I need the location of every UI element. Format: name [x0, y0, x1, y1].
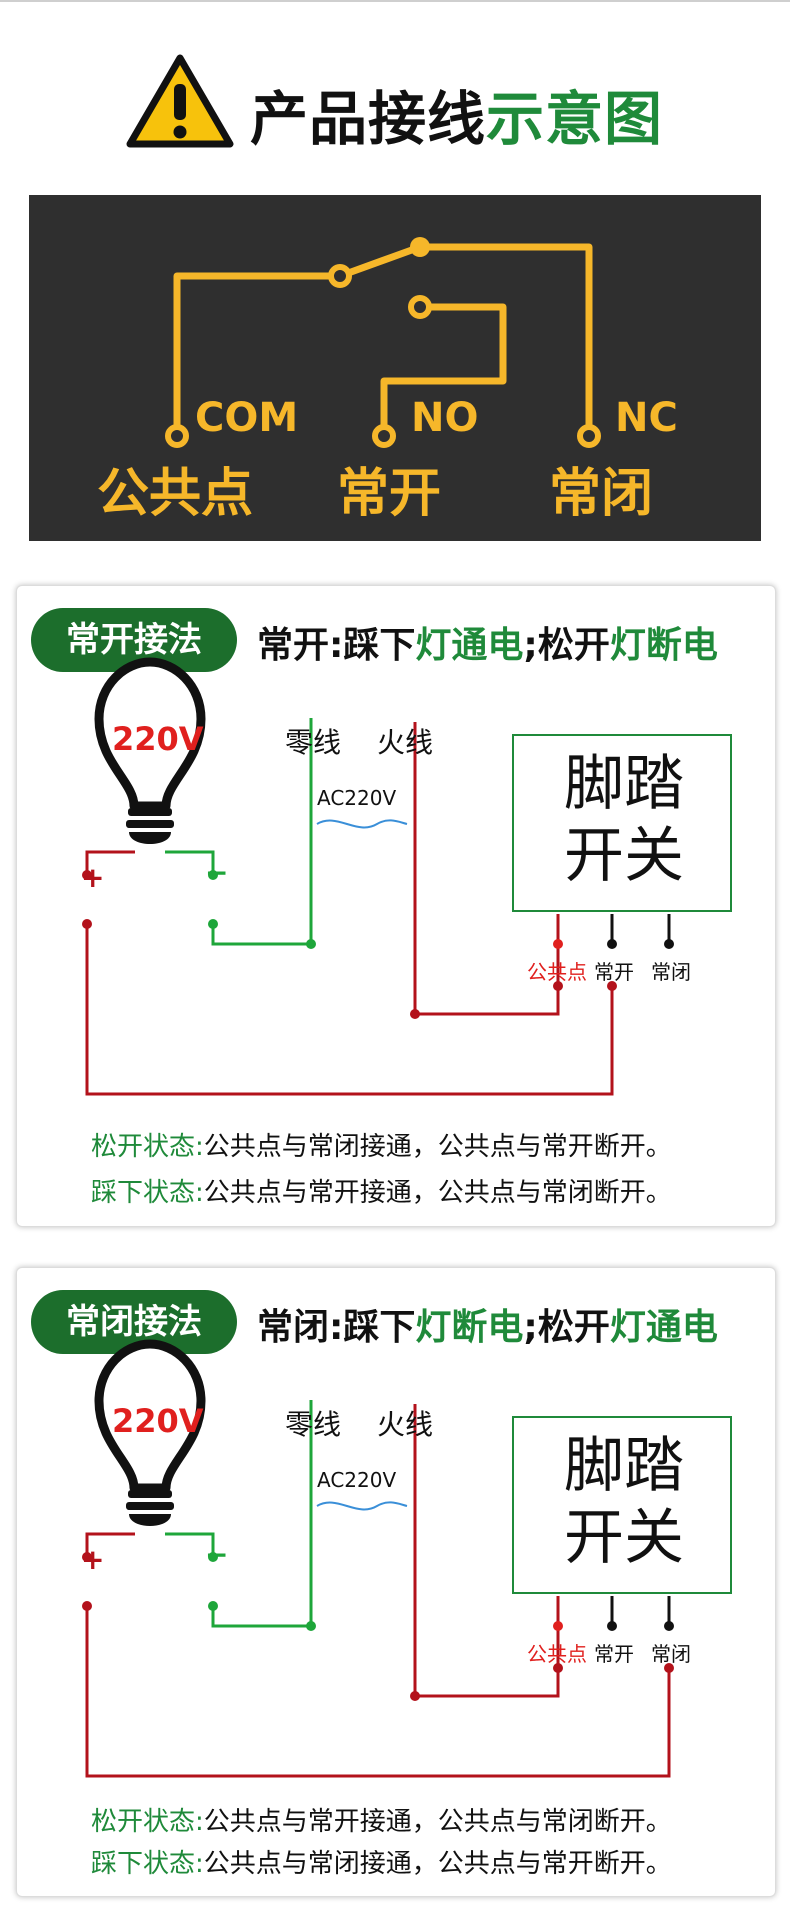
state-pressed: 踩下状态:公共点与常闭接通，公共点与常开断开。 [91, 1843, 672, 1880]
desc-part: 常闭:踩下 [257, 1307, 416, 1348]
desc-part: 灯通电 [609, 1307, 718, 1348]
desc-part: 灯断电 [609, 625, 718, 666]
wiring-description: 常闭:踩下灯断电;松开灯通电 [257, 1298, 718, 1350]
wiring-mode-badge: 常开接法 [31, 608, 237, 672]
light-bulb-icon [94, 1339, 206, 1526]
state-label: 踩下状态: [91, 1849, 204, 1879]
foot-switch-line1: 脚踏 [564, 1431, 684, 1501]
top-divider [0, 0, 790, 2]
terminal-no: 常开 [594, 1642, 634, 1666]
pin-com-cn: 公共点 [97, 464, 254, 524]
ac-voltage-label: AC220V [317, 1468, 397, 1492]
foot-switch-line2: 开关 [564, 1503, 684, 1573]
voltage-label: 220V [112, 1402, 204, 1440]
terminal-com: 公共点 [527, 1642, 587, 1666]
state-text: 公共点与常闭接通，公共点与常开断开。 [203, 1849, 672, 1879]
live-label: 火线 [377, 726, 434, 759]
foot-switch-box: 脚踏 开关 [512, 1416, 732, 1594]
desc-part: 常开:踩下 [257, 625, 416, 666]
desc-part: 灯通电 [415, 625, 524, 666]
foot-switch-box: 脚踏 开关 [512, 734, 732, 912]
state-label: 松开状态: [91, 1132, 204, 1162]
card-normally-open: 常开接法 常开:踩下灯通电;松开灯断电 [16, 585, 776, 1227]
foot-switch-label: 脚踏 开关 [514, 1430, 734, 1574]
pin-com-label: COM [195, 395, 299, 441]
pin-no-cn: 常开 [337, 464, 442, 524]
state-text: 公共点与常开接通，公共点与常闭断开。 [203, 1178, 672, 1208]
wiring-mode-badge: 常闭接法 [31, 1290, 237, 1354]
desc-part: 灯断电 [415, 1307, 524, 1348]
terminal-nc: 常闭 [651, 1642, 691, 1666]
foot-switch-line2: 开关 [564, 821, 684, 891]
minus-sign: − [205, 856, 229, 889]
minus-sign: − [205, 1538, 229, 1571]
wiring-description: 常开:踩下灯通电;松开灯断电 [257, 616, 718, 668]
state-label: 松开状态: [91, 1807, 204, 1837]
terminal-nc: 常闭 [651, 960, 691, 984]
relay-schematic: COM NO NC 公共点 常开 常闭 [29, 195, 761, 541]
terminal-no: 常开 [594, 960, 634, 984]
terminal-com: 公共点 [527, 960, 587, 984]
neutral-label: 零线 [285, 726, 342, 759]
foot-switch-label: 脚踏 开关 [514, 748, 734, 892]
plus-sign: + [81, 861, 105, 894]
light-bulb-icon [94, 657, 206, 844]
foot-switch-line1: 脚踏 [564, 749, 684, 819]
state-released: 松开状态:公共点与常开接通，公共点与常闭断开。 [91, 1801, 672, 1838]
neutral-label: 零线 [285, 1408, 342, 1441]
desc-part: ;松开 [523, 1307, 610, 1348]
live-label: 火线 [377, 1408, 434, 1441]
pin-nc-cn: 常闭 [549, 464, 654, 524]
state-label: 踩下状态: [91, 1178, 204, 1208]
wiring-diagram [82, 657, 674, 1096]
state-text: 公共点与常闭接通，公共点与常开断开。 [203, 1132, 672, 1162]
pin-no-label: NO [411, 395, 479, 441]
wiring-diagram [82, 1339, 674, 1778]
voltage-label: 220V [112, 720, 204, 758]
relay-wiring [165, 237, 601, 448]
state-text: 公共点与常开接通，公共点与常闭断开。 [203, 1807, 672, 1837]
pin-nc-label: NC [615, 395, 678, 441]
plus-sign: + [81, 1543, 105, 1576]
state-released: 松开状态:公共点与常闭接通，公共点与常开断开。 [91, 1126, 672, 1163]
card-normally-closed: 常闭接法 常闭:踩下灯断电;松开灯通电 [16, 1267, 776, 1897]
title-black: 产品接线 [250, 85, 487, 153]
state-pressed: 踩下状态:公共点与常开接通，公共点与常闭断开。 [91, 1172, 672, 1209]
page-title: 产品接线示意图 [250, 72, 663, 156]
title-green: 示意图 [486, 85, 664, 153]
warning-icon [126, 54, 234, 148]
desc-part: ;松开 [523, 625, 610, 666]
ac-voltage-label: AC220V [317, 786, 397, 810]
